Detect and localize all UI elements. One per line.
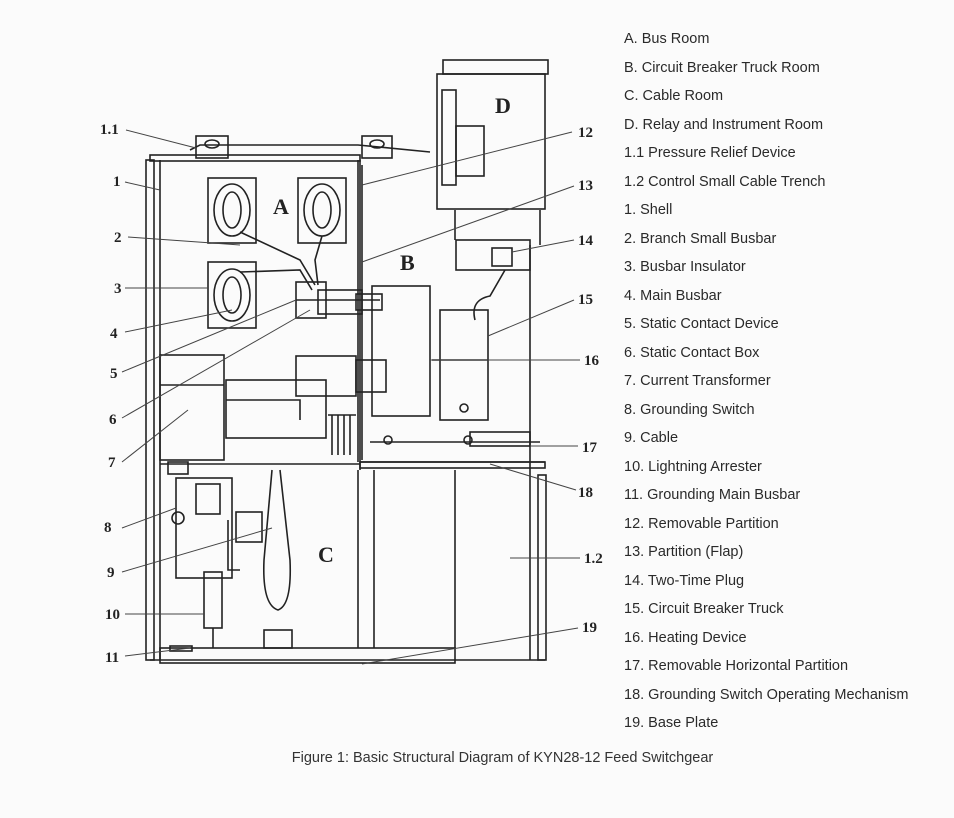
legend-item: 13. Partition (Flap) <box>624 544 744 560</box>
legend-item: 2. Branch Small Busbar <box>624 230 777 247</box>
legend-item: 15. Circuit Breaker Truck <box>624 601 784 617</box>
legend-item: 1.2 Control Small Cable Trench <box>624 173 826 190</box>
legend-item: 5. Static Contact Device <box>624 316 779 332</box>
legend-item: 11. Grounding Main Busbar <box>624 487 801 503</box>
current-transformer <box>159 354 327 461</box>
legend-item: 1.1 Pressure Relief Device <box>624 145 796 161</box>
legend-item: D. Relay and Instrument Room <box>624 116 824 133</box>
callout-10: 10 <box>105 607 120 623</box>
callout-16: 16 <box>584 353 600 369</box>
callout-4: 4 <box>110 326 118 342</box>
relay-instrument-room <box>436 59 549 245</box>
callout-8: 8 <box>104 520 112 536</box>
heating-device <box>328 414 356 455</box>
legend-item: 18. Grounding Switch Operating Mechanism <box>624 686 909 703</box>
room-label-a: A <box>273 194 289 219</box>
callout-9: 9 <box>107 565 115 581</box>
legend-item: 9. Cable <box>624 430 679 446</box>
callout-1-1: 1.1 <box>100 122 119 138</box>
removable-partition <box>357 160 363 462</box>
room-label-c: C <box>318 542 334 567</box>
callout-18: 18 <box>578 485 593 501</box>
room-label-d: D <box>495 93 511 118</box>
callout-2: 2 <box>114 230 122 246</box>
pressure-relief-device <box>189 135 431 159</box>
callout-14: 14 <box>578 233 594 249</box>
legend-item: 7. Current Transformer <box>624 373 771 389</box>
legend-item: A. Bus Room <box>624 31 710 47</box>
callout-17: 17 <box>582 440 598 456</box>
legend-item: 1. Shell <box>624 202 673 218</box>
callout-13: 13 <box>578 178 593 194</box>
callout-3: 3 <box>114 281 122 297</box>
callout-12: 12 <box>578 125 593 141</box>
cable-room <box>160 461 456 649</box>
callout-6: 6 <box>109 412 117 428</box>
legend-item: 16. Heating Device <box>624 629 747 646</box>
legend-item: 17. Removable Horizontal Partition <box>624 658 849 674</box>
callout-15: 15 <box>578 292 593 308</box>
legend-item: 6. Static Contact Box <box>624 344 760 361</box>
callout-11: 11 <box>105 650 119 666</box>
legend-item: 12. Removable Partition <box>624 515 779 532</box>
legend-item: 3. Busbar Insulator <box>624 259 746 275</box>
callout-1-2: 1.2 <box>584 551 603 567</box>
grounding-main-busbar <box>169 645 193 652</box>
callout-1: 1 <box>113 174 121 190</box>
branch-small-busbar <box>239 231 323 291</box>
figure-caption: Figure 1: Basic Structural Diagram of KY… <box>291 750 714 766</box>
legend-item: B. Circuit Breaker Truck Room <box>624 59 820 76</box>
callout-7: 7 <box>108 455 116 471</box>
static-contact-box <box>295 281 383 319</box>
legend-item: C. Cable Room <box>624 88 724 104</box>
callout-5: 5 <box>110 366 118 382</box>
legend-item: 10. Lightning Arrester <box>624 458 762 475</box>
legend-item: 14. Two-Time Plug <box>624 572 745 589</box>
room-label-b: B <box>400 250 415 275</box>
leader-lines <box>121 129 580 665</box>
legend-list: A. Bus Room B. Circuit Breaker Truck Roo… <box>624 28 909 741</box>
legend-item: 19. Base Plate <box>624 715 719 731</box>
callout-19: 19 <box>582 620 597 636</box>
legend-item: 8. Grounding Switch <box>624 401 755 418</box>
legend-item: 4. Main Busbar <box>624 287 722 304</box>
